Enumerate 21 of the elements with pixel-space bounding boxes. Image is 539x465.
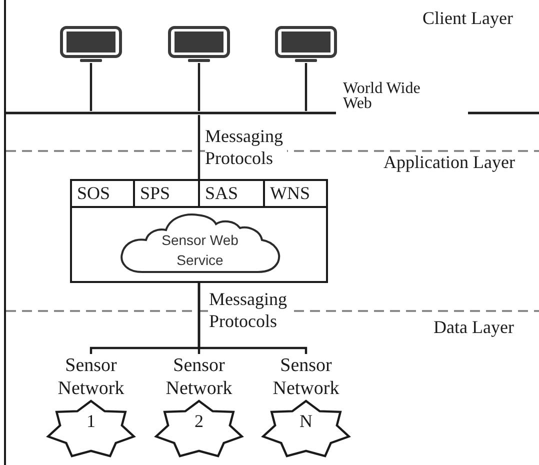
service-label: Sensor Web Service <box>160 231 240 270</box>
service-cell: SPS <box>135 181 200 208</box>
layer-label: Client Layer <box>422 8 513 28</box>
connector-line <box>90 63 92 111</box>
connector-line <box>198 63 200 111</box>
service-cell: SAS <box>200 181 265 208</box>
network-number: 2 <box>194 411 204 431</box>
connector-line <box>198 115 200 179</box>
connector-line <box>198 283 308 354</box>
connector-line <box>304 63 308 111</box>
service-box <box>70 179 328 283</box>
network-title: Sensor Network <box>164 354 234 400</box>
network-number: N <box>298 411 314 431</box>
network-label: World Wide Web <box>343 81 422 111</box>
service-cell: WNS <box>265 181 326 208</box>
network-number: 1 <box>86 411 96 431</box>
network-title: Sensor Network <box>272 354 340 400</box>
service-cell: SOS <box>72 181 135 208</box>
layer-label: Application Layer <box>384 152 515 172</box>
layer-label: Data Layer <box>434 317 514 337</box>
network-title: Sensor Network <box>56 354 126 400</box>
